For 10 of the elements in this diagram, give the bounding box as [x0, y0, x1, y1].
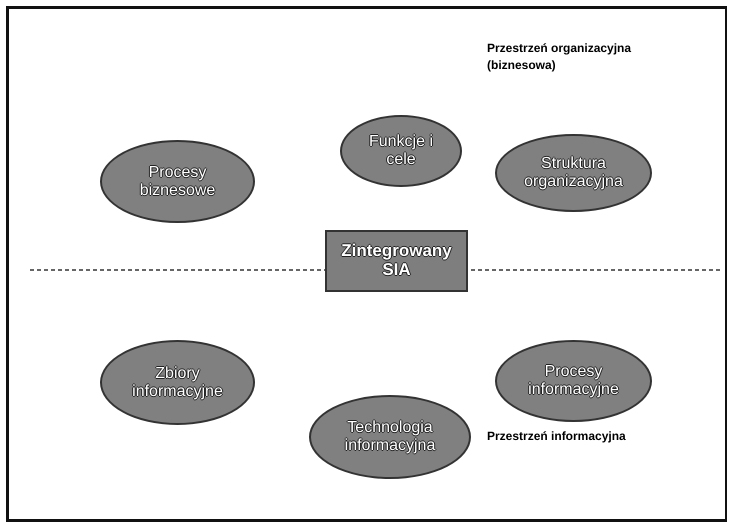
node-label: Zintegrowany SIA	[341, 242, 452, 280]
node-label: Zbiory informacyjne	[131, 364, 224, 400]
node-label: Technologia informacyjna	[344, 419, 436, 455]
region-label: Przestrzeń informacyjna	[487, 428, 627, 445]
center-box	[325, 230, 468, 292]
node-label: Funkcje i cele	[368, 133, 434, 169]
region-label: Przestrzeń organizacyjna (biznesowa)	[487, 40, 632, 74]
node-label: Procesy biznesowe	[138, 164, 216, 200]
node-label: Procesy informacyjne	[527, 363, 620, 399]
node-label: Struktura organizacyjna	[523, 155, 624, 191]
